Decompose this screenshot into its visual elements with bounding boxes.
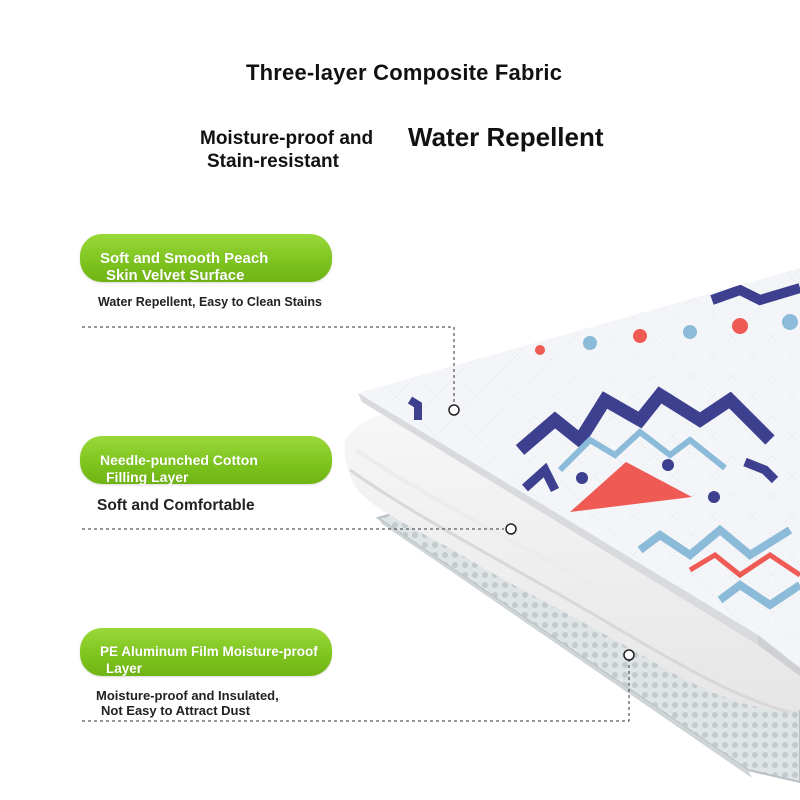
layer-label-pill-1 [80,234,332,282]
layer-name-3: PE Aluminum Film Moisture-proof Layer [100,643,318,677]
leader-line-3 [82,660,630,722]
layer-description-2: Soft and Comfortable [97,497,255,514]
velvet-surface-layer [358,268,800,676]
layer-name-1: Soft and Smooth Peach Skin Velvet Surfac… [100,250,268,284]
layer-name-3-line-1: PE Aluminum Film Moisture-proof [100,644,318,659]
subtitle-line-2: Stain-resistant [207,151,339,172]
layer-label-pill-3 [80,628,332,676]
layer-name-2: Needle-punched Cotton Filling Layer [100,452,258,486]
layer-label-pill-2 [80,436,332,484]
layer-name-3-line-2: Layer [106,661,143,676]
cotton-filling-layer [344,408,800,714]
callout-marker-2 [505,523,517,535]
callout-marker-3 [623,649,635,661]
layer-description-1: Water Repellent, Easy to Clean Stains [98,295,322,309]
page-title: Three-layer Composite Fabric [246,60,563,85]
layer-description-3-line-2: Not Easy to Attract Dust [101,703,251,718]
layer-name-1-line-2: Skin Velvet Surface [106,267,245,284]
leader-line-1 [82,326,455,404]
layer-name-2-line-2: Filling Layer [106,469,189,485]
callout-marker-1 [448,404,460,416]
layer-description-3: Moisture-proof and Insulated, Not Easy t… [96,688,279,718]
layer-name-1-line-1: Soft and Smooth Peach [100,250,269,267]
layer-name-2-line-1: Needle-punched Cotton [100,452,258,468]
subtitle-water-repellent: Water Repellent [404,122,604,153]
layer-description-3-line-1: Moisture-proof and Insulated, [96,688,279,703]
subtitle-moisture-proof: Moisture-proof and Stain-resistant [200,127,373,173]
subtitle-line-1: Moisture-proof and [200,128,374,149]
